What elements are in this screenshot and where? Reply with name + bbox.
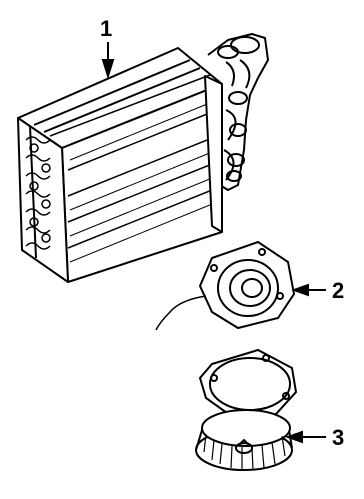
blower-motor xyxy=(155,240,296,331)
callout-2: 2 xyxy=(332,278,344,303)
callout-1: 1 xyxy=(100,16,112,41)
heater-core-fins xyxy=(25,136,51,250)
heater-core xyxy=(17,33,269,283)
callout-leaders xyxy=(101,42,326,444)
motor-wire xyxy=(155,295,207,331)
blower-gasket xyxy=(198,348,298,420)
blower-wheel xyxy=(195,409,293,471)
callout-3: 3 xyxy=(332,425,344,450)
blower-wheel-blades xyxy=(203,433,286,471)
